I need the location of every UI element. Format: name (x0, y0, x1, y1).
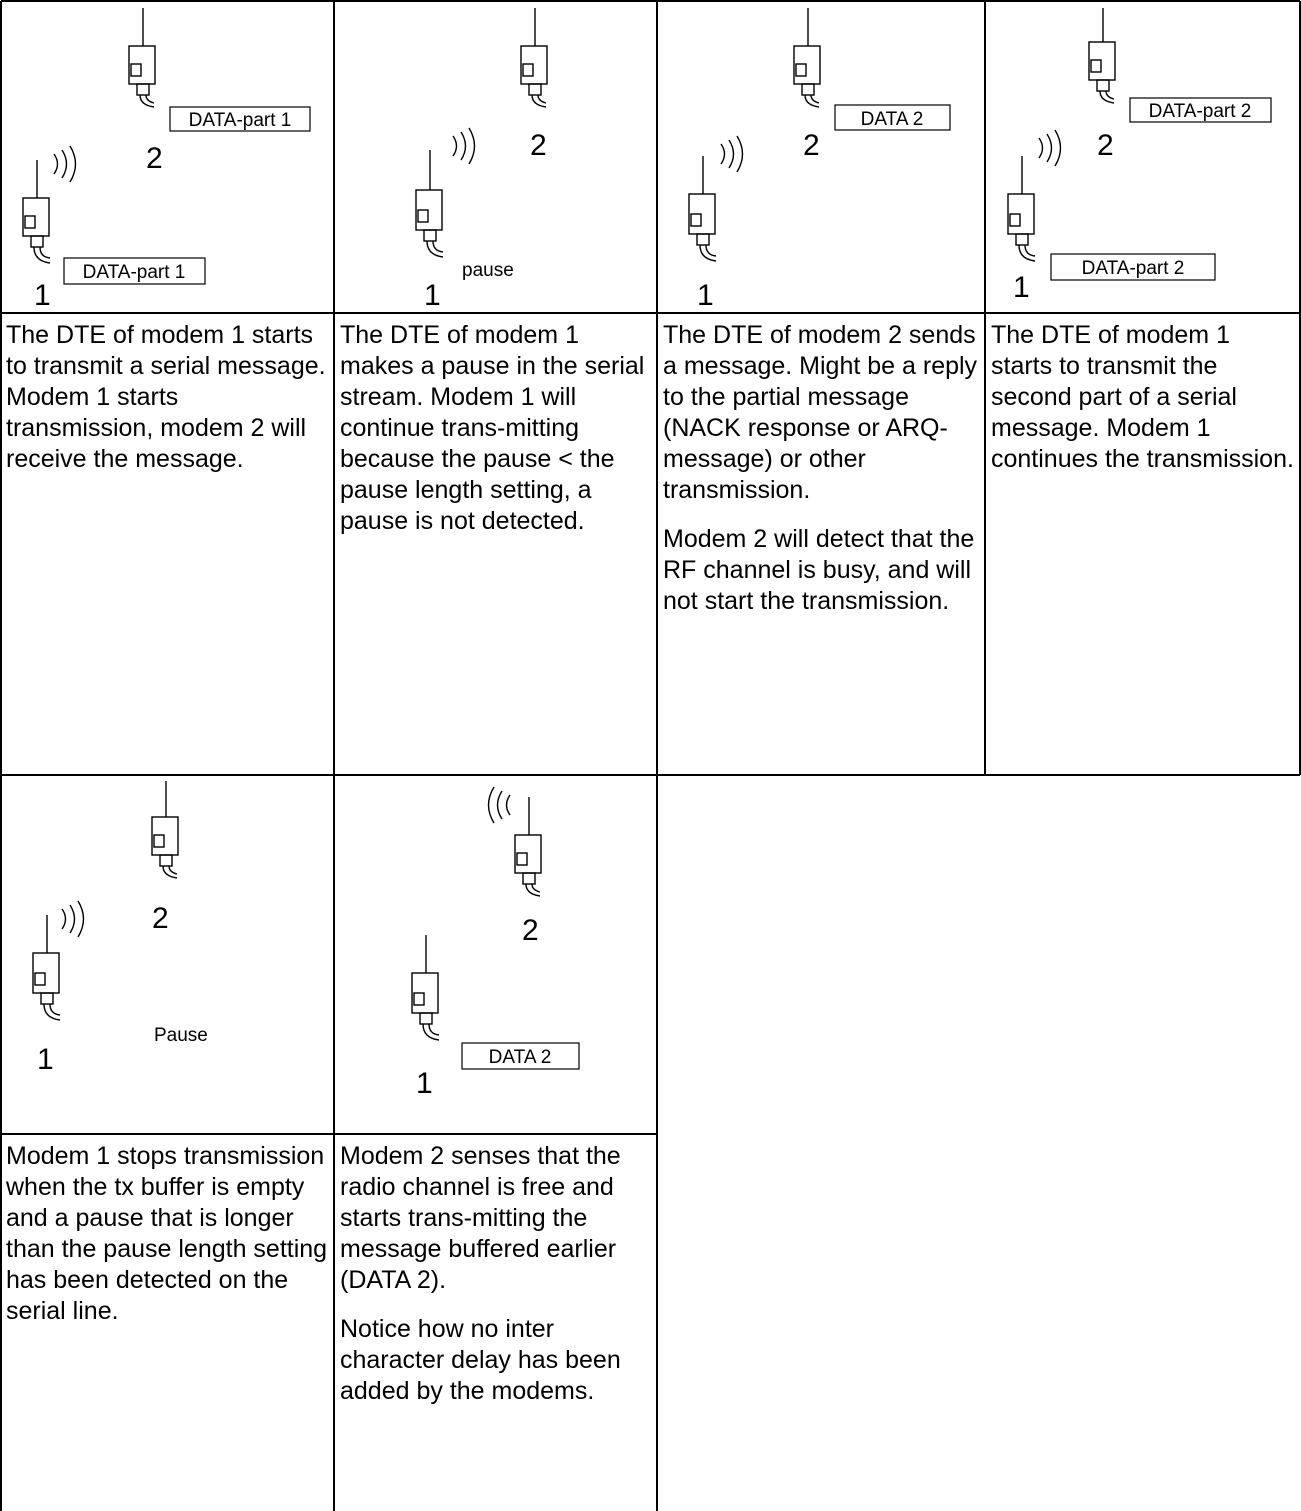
modem-2-tag-box (834, 104, 951, 131)
modem-1-tag-box (63, 257, 206, 285)
modem-1-label: 1 (1013, 271, 1030, 304)
modem-1-tag: DATA-part 1 (83, 262, 186, 283)
modem-2-label: 2 (146, 142, 163, 175)
modem-1-tag: DATA 2 (489, 1047, 552, 1068)
panel-3: DATA 2 2 1 The DTE of modem 2 sends a me… (657, 0, 985, 775)
description-paragraph: Notice how no inter character delay has … (340, 1315, 621, 1405)
panel-4: DATA-part 2 2 DATA-part 2 1 The DTE of m… (985, 0, 1301, 775)
panel-2-description: The DTE of modem 1 makes a pause in the … (334, 318, 657, 537)
description-paragraph: Modem 1 stops transmission when the tx b… (6, 1142, 328, 1325)
panel-2-diagram: 2 pause 1 (415, 8, 548, 312)
modem-1-icon (415, 150, 444, 258)
modem-2-icon (151, 781, 179, 879)
modem-1-tag: pause (462, 260, 514, 281)
modem-2-tag-box (1129, 97, 1272, 123)
modem-1-tag: DATA-part 2 (1082, 258, 1185, 279)
panel-4-description: The DTE of modem 1 starts to transmit th… (985, 318, 1301, 475)
modem-2-icon (520, 8, 548, 108)
radio-waves-icon (61, 900, 85, 938)
panel-1-diagram: DATA-part 1 2 DATA-part 1 1 (22, 8, 311, 312)
description-paragraph: The DTE of modem 1 makes a pause in the … (340, 321, 645, 535)
panel-4-diagram: DATA-part 2 2 DATA-part 2 1 (1007, 8, 1272, 304)
modem-2-tag: DATA-part 2 (1149, 101, 1252, 122)
panel-6-description: Modem 2 senses that the radio channel is… (334, 1139, 657, 1407)
modem-2-label: 2 (803, 129, 820, 162)
panel-6-diagram: 2 DATA 2 1 (411, 786, 580, 1100)
modem-2-tag: DATA-part 1 (189, 110, 292, 131)
panel-6: 2 DATA 2 1 Modem 2 senses that the radio… (334, 775, 657, 1511)
modem-2-tag: DATA 2 (861, 109, 924, 130)
modem-2-icon (1088, 8, 1116, 104)
modem-1-tag-box (1050, 253, 1216, 281)
description-paragraph: Modem 2 will detect that the RF channel … (663, 525, 975, 615)
modem-1-label: 1 (697, 279, 714, 312)
radio-waves-icon (720, 135, 744, 173)
panel-3-diagram: DATA 2 2 1 (688, 8, 951, 312)
modem-2-icon (514, 797, 542, 897)
radio-waves-icon (53, 145, 77, 183)
modem-1-icon (1007, 156, 1036, 262)
radio-waves-icon (1038, 129, 1062, 167)
panel-1: DATA-part 1 2 DATA-part 1 1 The DTE of m… (0, 0, 334, 775)
radio-waves-icon (452, 127, 476, 165)
modem-1-label: 1 (37, 1043, 54, 1076)
modem-1-label: 1 (424, 279, 441, 312)
description-paragraph: The DTE of modem 1 starts to transmit a … (6, 321, 326, 473)
radio-waves-icon (487, 786, 511, 824)
modem-2-label: 2 (1097, 129, 1114, 162)
description-paragraph: The DTE of modem 2 sends a message. Migh… (663, 321, 978, 504)
description-paragraph: The DTE of modem 1 starts to transmit th… (991, 321, 1294, 473)
panel-5: 2 Pause 1 Modem 1 stops transmission whe… (0, 775, 334, 1511)
modem-1-icon (411, 935, 440, 1041)
modem-2-label: 2 (152, 902, 169, 935)
modem-1-icon (32, 915, 61, 1021)
modem-2-tag-box (169, 106, 311, 132)
panel-3-description: The DTE of modem 2 sends a message. Migh… (657, 318, 985, 617)
panel-5-description: Modem 1 stops transmission when the tx b… (0, 1139, 334, 1327)
panel-1-description: The DTE of modem 1 starts to transmit a … (0, 318, 334, 475)
modem-2-icon (793, 8, 821, 108)
modem-1-icon (688, 156, 717, 262)
modem-1-icon (22, 160, 51, 264)
modem-2-label: 2 (530, 129, 547, 162)
modem-1-tag: Pause (154, 1025, 208, 1046)
modem-1-label: 1 (416, 1067, 433, 1100)
panel-5-diagram: 2 Pause 1 (32, 781, 208, 1076)
description-paragraph: Modem 2 senses that the radio channel is… (340, 1142, 621, 1294)
modem-2-icon (128, 8, 156, 108)
modem-1-tag-box (461, 1042, 580, 1070)
modem-2-label: 2 (522, 914, 539, 947)
panel-2: 2 pause 1 The DTE of modem 1 makes a pau… (334, 0, 657, 775)
modem-1-label: 1 (34, 279, 51, 312)
